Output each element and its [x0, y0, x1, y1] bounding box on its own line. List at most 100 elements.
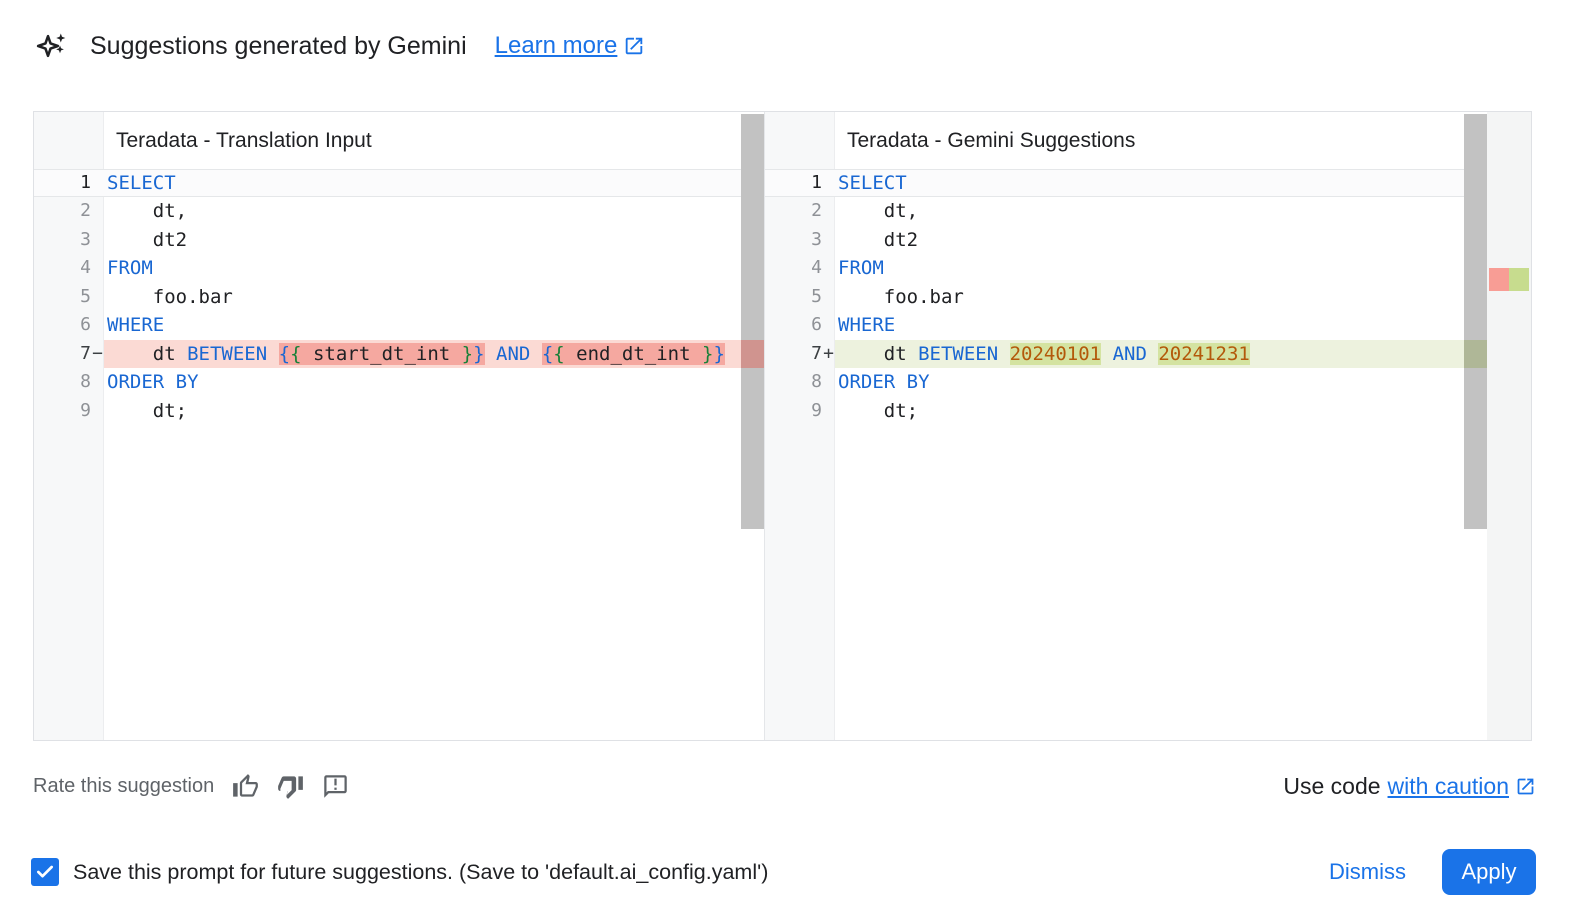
left-scrollbar[interactable]	[741, 112, 764, 740]
code-text: SELECT	[838, 172, 907, 194]
code-line-3: 3 dt2	[765, 226, 1464, 254]
diff-sign	[91, 283, 104, 311]
right-scrollbar-diff-mark	[1464, 340, 1487, 368]
checkbox-check-icon	[37, 865, 54, 878]
diff-sign: +	[823, 342, 834, 364]
code-text: ORDER BY	[107, 371, 199, 394]
diff-sign	[91, 197, 104, 225]
left-pane-title: Teradata - Translation Input	[116, 129, 372, 152]
ruler-added-marker	[1509, 268, 1529, 291]
line-number: 3	[811, 228, 822, 250]
diff-container: Teradata - Translation Input 1 SELECT 2 dt…	[33, 111, 1532, 741]
footer-bar: Save this prompt for future suggestions.…	[31, 846, 1536, 898]
code-line-6: 6 WHERE	[34, 311, 741, 339]
diff-sign	[822, 170, 835, 196]
code-text: FROM	[107, 257, 153, 280]
line-number: 6	[80, 314, 91, 336]
line-number: 8	[80, 371, 91, 393]
left-scrollbar-thumb[interactable]	[741, 114, 764, 529]
thumb-down-icon	[278, 775, 304, 799]
code-line-1: 1 SELECT	[765, 169, 1464, 198]
dialog-actions: Dismiss Apply	[1329, 849, 1536, 895]
diff-sign	[822, 368, 835, 396]
save-prompt-label: Save this prompt for future suggestions.…	[73, 859, 769, 884]
with-caution-link[interactable]: with caution	[1387, 772, 1509, 799]
code-text: WHERE	[838, 314, 896, 337]
use-code-text: Use code	[1283, 772, 1381, 799]
line-number: 4	[80, 257, 91, 279]
code-line-7: 7− dt BETWEEN {{ start_dt_int }} AND {{ …	[34, 339, 741, 369]
code-line-9: 9 dt;	[34, 397, 741, 425]
code-line-4: 4 FROM	[34, 254, 741, 282]
diff-sign	[91, 397, 104, 425]
save-prompt-group: Save this prompt for future suggestions.…	[31, 858, 768, 886]
code-line-4: 4 FROM	[765, 254, 1464, 282]
line-number: 4	[811, 257, 822, 279]
learn-more-label[interactable]: Learn more	[494, 32, 618, 59]
diff-sign	[822, 397, 835, 425]
code-text: foo.bar	[838, 285, 964, 308]
external-link-icon	[626, 37, 643, 55]
thumb-down-button[interactable]	[277, 773, 304, 800]
line-number: 1	[80, 172, 91, 193]
line-number-gutter	[34, 112, 104, 740]
right-scrollbar-thumb[interactable]	[1464, 114, 1487, 529]
code-line-5: 5 foo.bar	[765, 283, 1464, 311]
code-line-2: 2 dt,	[765, 197, 1464, 225]
rate-group: Rate this suggestion	[33, 773, 349, 800]
diff-sign	[822, 197, 835, 225]
dismiss-button[interactable]: Dismiss	[1329, 859, 1406, 884]
code-text: foo.bar	[107, 285, 233, 308]
code-text: dt;	[107, 399, 188, 422]
thumb-up-button[interactable]	[232, 773, 259, 800]
apply-button[interactable]: Apply	[1442, 849, 1536, 895]
code-text: dt,	[107, 200, 188, 223]
line-number: 2	[80, 200, 91, 222]
diff-sign	[822, 226, 835, 254]
diff-sign	[91, 170, 104, 196]
line-number: 1	[811, 172, 822, 193]
line-number: 8	[811, 371, 822, 393]
gemini-sparkle-icon	[36, 33, 66, 58]
left-scrollbar-diff-mark	[741, 340, 764, 368]
line-number: 7	[811, 342, 822, 364]
code-line-3: 3 dt2	[34, 226, 741, 254]
code-line-9: 9 dt;	[765, 397, 1464, 425]
diff-sign	[91, 254, 104, 282]
diff-sign	[91, 311, 104, 339]
code-text: FROM	[838, 257, 884, 280]
code-text: dt2	[838, 228, 919, 251]
code-text: dt;	[838, 399, 919, 422]
external-link-icon	[1517, 778, 1534, 794]
rate-row: Rate this suggestion Use code with cauti…	[33, 768, 1536, 804]
dialog-header: Suggestions generated by Gemini Learn mo…	[36, 30, 645, 62]
line-number: 2	[811, 200, 822, 222]
code-text: ORDER BY	[838, 371, 930, 394]
code-line-8: 8 ORDER BY	[765, 368, 1464, 396]
learn-more-link[interactable]: Learn more	[495, 32, 646, 60]
right-pane-title: Teradata - Gemini Suggestions	[847, 129, 1136, 152]
save-prompt-checkbox[interactable]	[31, 858, 59, 886]
diff-sign	[822, 283, 835, 311]
line-number: 6	[811, 314, 822, 336]
diff-sign: −	[92, 342, 103, 364]
dialog-title: Suggestions generated by Gemini	[90, 31, 467, 60]
line-number: 5	[80, 285, 91, 307]
code-text: dt BETWEEN {{ start_dt_int }} AND {{ end…	[104, 339, 741, 369]
code-text: WHERE	[107, 314, 165, 337]
code-line-5: 5 foo.bar	[34, 283, 741, 311]
code-line-1: 1 SELECT	[34, 169, 741, 198]
feedback-button[interactable]	[322, 773, 349, 800]
diff-sign	[822, 254, 835, 282]
diff-overview-ruler[interactable]	[1487, 112, 1531, 740]
code-text: dt2	[107, 228, 188, 251]
translation-input-pane: Teradata - Translation Input 1 SELECT 2 dt…	[34, 112, 764, 740]
rate-label: Rate this suggestion	[33, 774, 215, 797]
ruler-removed-marker	[1489, 268, 1509, 291]
diff-sign	[822, 311, 835, 339]
right-scrollbar[interactable]	[1464, 112, 1487, 740]
code-text: SELECT	[107, 172, 176, 194]
